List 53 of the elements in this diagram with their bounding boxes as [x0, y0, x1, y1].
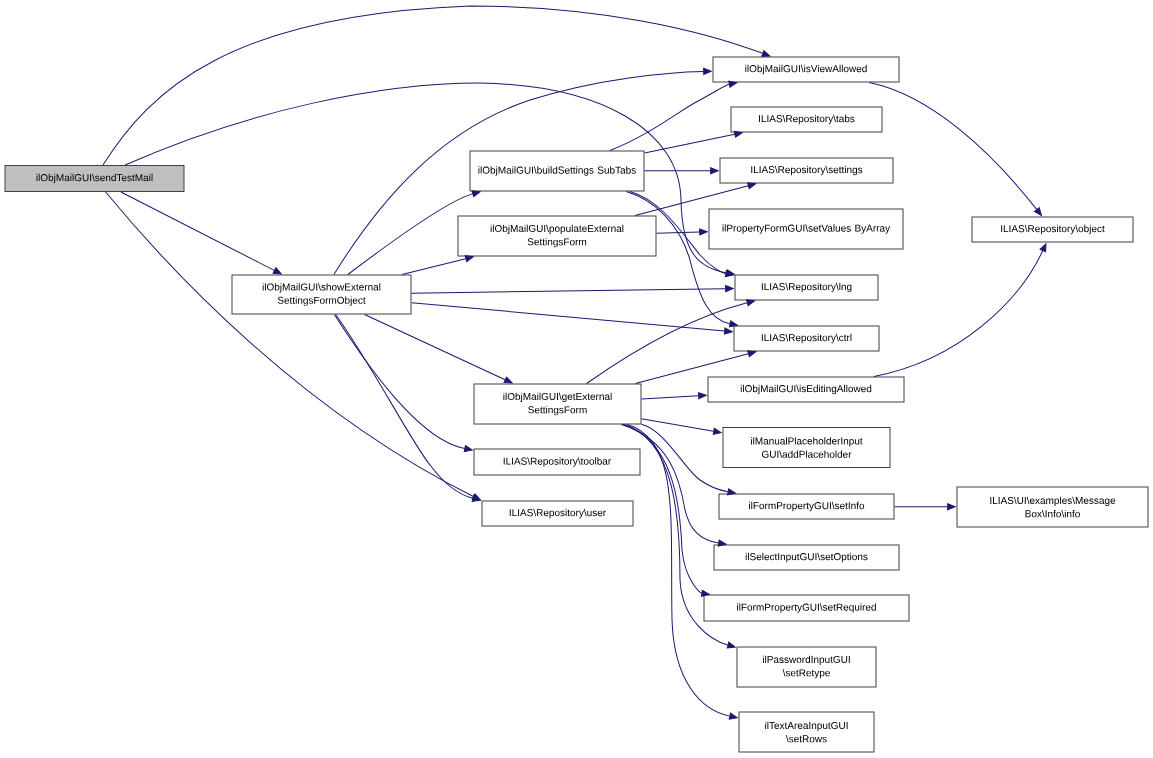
function-box: ilFormPropertyGUI\setRequired — [703, 594, 910, 622]
arrow — [629, 191, 734, 278]
arrow — [641, 423, 736, 496]
function-box: ilPropertyFormGUI\setValues ByArray — [708, 208, 904, 250]
function-box: ILIAS\Repository\object — [971, 216, 1134, 243]
function-box: ILIAS\UI\examples\Message Box\Info\info — [956, 486, 1149, 528]
arrow — [644, 130, 743, 154]
function-box: ilObjMailGUI\buildSettings SubTabs — [469, 150, 645, 192]
arrow — [625, 191, 738, 328]
arrow — [634, 350, 757, 384]
arrow — [626, 424, 738, 720]
arrow — [623, 424, 736, 649]
arrow — [609, 80, 738, 151]
function-box: ilObjMailGUI\isEditingAllowed — [707, 376, 905, 403]
function-box: ILIAS\Repository\user — [481, 500, 634, 527]
arrow — [102, 5, 771, 166]
arrow — [621, 424, 727, 547]
function-box: ilObjMailGUI\showExternal SettingsFormObject — [231, 274, 412, 315]
function-box: ILIAS\Repository\lng — [734, 274, 879, 301]
function-box: ilObjMailGUI\getExternal SettingsForm — [473, 383, 642, 425]
arrow — [622, 424, 710, 597]
arrow — [586, 299, 756, 384]
arrow — [644, 167, 719, 175]
function-box: ilObjMailGUI\sendTestMail — [4, 165, 185, 192]
function-box: ILIAS\Repository\toolbar — [473, 448, 641, 476]
arrow — [634, 182, 757, 216]
arrow — [335, 314, 481, 502]
arrow — [333, 67, 712, 275]
function-box: ilObjMailGUI\populateExternal SettingsForm — [457, 215, 657, 257]
function-box: ILIAS\Repository\settings — [719, 157, 894, 184]
arrow — [120, 191, 282, 275]
function-box: ilTextAreaInputGUI \setRows — [738, 711, 875, 753]
function-box: ilFormPropertyGUI\setInfo — [718, 493, 895, 520]
function-box: ILIAS\Repository\tabs — [730, 106, 883, 133]
arrow — [411, 285, 734, 294]
function-box: ilSelectInputGUI\setOptions — [713, 544, 900, 571]
arrow — [333, 314, 473, 453]
arrow — [894, 503, 956, 511]
arrow — [411, 302, 733, 335]
arrow — [641, 418, 722, 435]
function-box: ILIAS\Repository\ctrl — [733, 325, 880, 352]
arrow — [656, 228, 708, 236]
arrow — [641, 392, 707, 400]
arrow — [347, 190, 481, 275]
arrow — [105, 191, 481, 501]
function-box: ilManualPlaceholderInput GUI\addPlaceholder — [722, 427, 891, 468]
function-box: ilObjMailGUI\isViewAllowed — [712, 56, 900, 83]
arrow — [873, 243, 1047, 377]
function-box: ilPasswordInputGUI \setRetype — [736, 646, 877, 688]
arrow — [401, 255, 474, 275]
arrow — [364, 314, 513, 384]
arrow — [868, 82, 1042, 216]
arrow — [124, 82, 735, 277]
